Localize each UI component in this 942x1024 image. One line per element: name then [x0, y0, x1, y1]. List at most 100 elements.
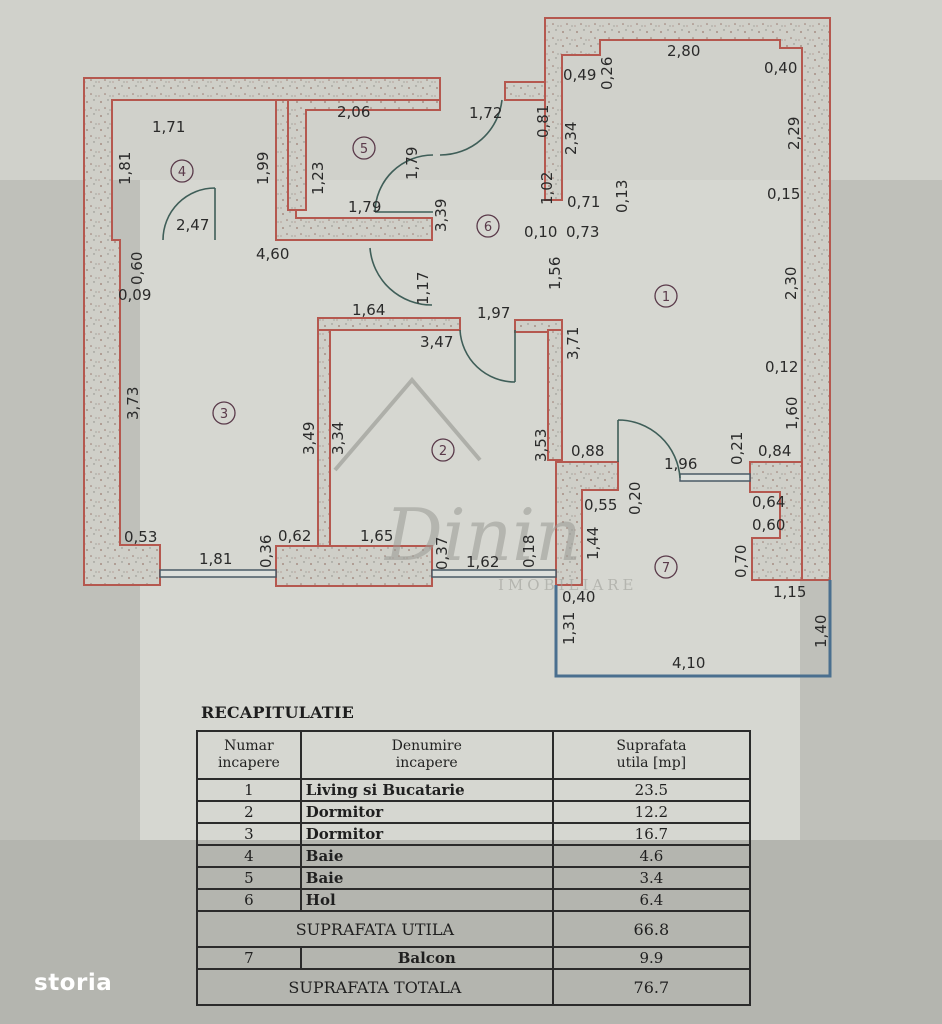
dim-label: 0,71 — [567, 193, 600, 211]
dim-label: 3,34 — [329, 422, 347, 455]
dim-label: 1,02 — [538, 172, 556, 205]
dim-label: 0,18 — [520, 535, 538, 568]
door-room2 — [459, 329, 516, 383]
dim-label: 1,71 — [152, 118, 185, 136]
dim-label: 4,60 — [256, 245, 289, 263]
dim-label: 0,73 — [566, 223, 599, 241]
dim-label: 0,10 — [524, 223, 557, 241]
dim-label: 1,15 — [773, 583, 806, 601]
dim-label: 1,72 — [469, 104, 502, 122]
dim-label: 0,12 — [765, 358, 798, 376]
watermark-house-icon — [333, 376, 482, 472]
dim-label: 1,81 — [199, 550, 232, 568]
dim-label: 0,64 — [752, 493, 785, 511]
dim-label: 1,23 — [309, 162, 327, 195]
door-balcony — [617, 419, 681, 479]
dim-label: 0,62 — [278, 527, 311, 545]
door-hall-entry — [439, 99, 503, 156]
wall-bath5 — [287, 99, 441, 211]
svg-text:3: 3 — [220, 407, 228, 422]
dim-label: 0,88 — [571, 442, 604, 460]
dim-label: 2,47 — [176, 216, 209, 234]
dim-label: 2,80 — [667, 42, 700, 60]
wall-balcony-right — [749, 461, 803, 581]
svg-text:6: 6 — [484, 220, 492, 235]
doors — [162, 99, 681, 479]
room-marker-6: 6 — [476, 214, 500, 238]
room-marker-4: 4 — [170, 159, 194, 183]
dim-label: 1,99 — [254, 152, 272, 185]
dim-label: 0,81 — [534, 105, 552, 138]
watermark-logo: Dinin IMOBILIARE — [333, 376, 638, 594]
dim-label: 0,49 — [563, 66, 596, 84]
dim-label: 1,79 — [403, 147, 421, 180]
dim-label: 0,60 — [752, 516, 785, 534]
dim-label: 1,60 — [783, 397, 801, 430]
dim-label: 3,47 — [420, 333, 453, 351]
dim-label: 0,37 — [433, 537, 451, 570]
dim-label: 1,96 — [664, 455, 697, 473]
wall-hall-top — [504, 81, 546, 101]
watermark-sub: IMOBILIARE — [498, 576, 638, 594]
dim-label: 1,44 — [584, 527, 602, 560]
dim-label: 3,73 — [124, 387, 142, 420]
svg-text:4: 4 — [178, 165, 186, 180]
watermark-brand: Dinin — [383, 493, 582, 577]
dim-label: 0,53 — [124, 528, 157, 546]
room-marker-2: 2 — [431, 438, 455, 462]
dim-label: 0,40 — [562, 588, 595, 606]
windows — [159, 473, 751, 578]
room-marker-3: 3 — [212, 401, 236, 425]
dim-label: 1,65 — [360, 527, 393, 545]
dim-label: 0,09 — [118, 286, 151, 304]
dim-label: 0,15 — [767, 185, 800, 203]
subtotal-value: 66.8 — [551, 910, 752, 948]
dim-label: 4,10 — [672, 654, 705, 672]
dim-label: 1,97 — [477, 304, 510, 322]
dim-label: 0,20 — [626, 482, 644, 515]
dim-label: 1,79 — [348, 198, 381, 216]
storia-logo: storia — [34, 970, 113, 996]
door-room4 — [162, 187, 216, 241]
dim-label: 2,06 — [337, 103, 370, 121]
room-numbers: 1 2 3 4 5 6 7 — [170, 136, 678, 579]
svg-text:5: 5 — [360, 142, 368, 157]
room-marker-1: 1 — [654, 284, 678, 308]
door-hall — [369, 247, 433, 306]
svg-text:7: 7 — [662, 561, 670, 576]
dim-label: 0,36 — [257, 535, 275, 568]
dim-label: 1,31 — [560, 612, 578, 645]
dim-label: 0,21 — [728, 432, 746, 465]
dim-label: 0,70 — [732, 545, 750, 578]
dim-label: 0,84 — [758, 442, 791, 460]
dimension-labels: 1,71 1,81 1,99 2,47 2,06 1,23 1,79 1,79 … — [116, 42, 830, 672]
dim-label: 3,53 — [532, 429, 550, 462]
dim-label: 1,81 — [116, 152, 134, 185]
dim-label: 0,55 — [584, 496, 617, 514]
dim-label: 1,17 — [414, 272, 432, 305]
dim-label: 1,40 — [812, 615, 830, 648]
window-room1 — [679, 473, 751, 482]
dim-label: 2,29 — [785, 117, 803, 150]
window-room3 — [159, 569, 277, 578]
dim-label: 1,56 — [546, 257, 564, 290]
dim-label: 2,34 — [562, 122, 580, 155]
dim-label: 0,40 — [764, 59, 797, 77]
room-marker-5: 5 — [352, 136, 376, 160]
total-label: SUPRAFATA TOTALA — [196, 968, 554, 1006]
balcony-outline — [554, 580, 832, 678]
svg-text:1: 1 — [662, 290, 670, 305]
dim-label: 2,30 — [782, 267, 800, 300]
dim-label: 3,39 — [432, 199, 450, 232]
